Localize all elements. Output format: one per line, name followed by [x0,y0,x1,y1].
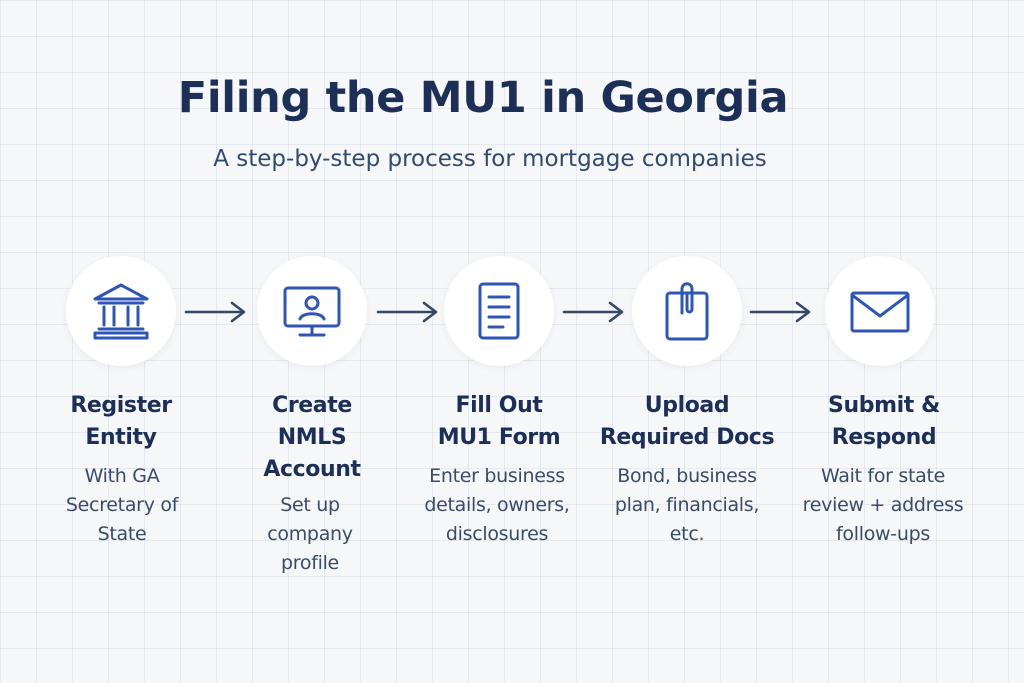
step-1-title: Register Entity [70,393,172,450]
bank-building-icon [93,283,149,340]
step-5-title: Submit & Respond [828,393,940,450]
envelope-icon [850,291,910,333]
paperclip-document-icon [665,282,709,341]
step-4-title: Upload Required Docs [599,393,775,450]
step-2-icon-circle [257,256,367,366]
step-3-icon-circle [444,256,554,366]
arrow-4-icon [749,301,811,323]
step-5-icon-circle [825,256,935,366]
step-1-description: With GA Secretary of State [65,465,179,545]
step-1-icon-circle [66,256,176,366]
arrow-2-icon [376,301,438,323]
step-5-description: Wait for state review + address follow-u… [802,465,964,545]
step-4-icon-circle [632,256,742,366]
arrow-3-icon [562,301,624,323]
arrow-1-icon [184,301,246,323]
document-icon [478,282,520,340]
page-title: Filing the MU1 in Georgia [177,73,789,123]
step-2-description: Set up company profile [267,494,353,574]
step-4-description: Bond, business plan, financials, etc. [614,465,760,545]
step-2-title: Create NMLS Account [263,393,361,482]
step-3-description: Enter business details, owners, disclosu… [424,465,570,545]
step-3-title: Fill Out MU1 Form [437,393,561,450]
page-subtitle: A step-by-step process for mortgage comp… [213,146,767,172]
computer-user-icon [283,286,341,337]
